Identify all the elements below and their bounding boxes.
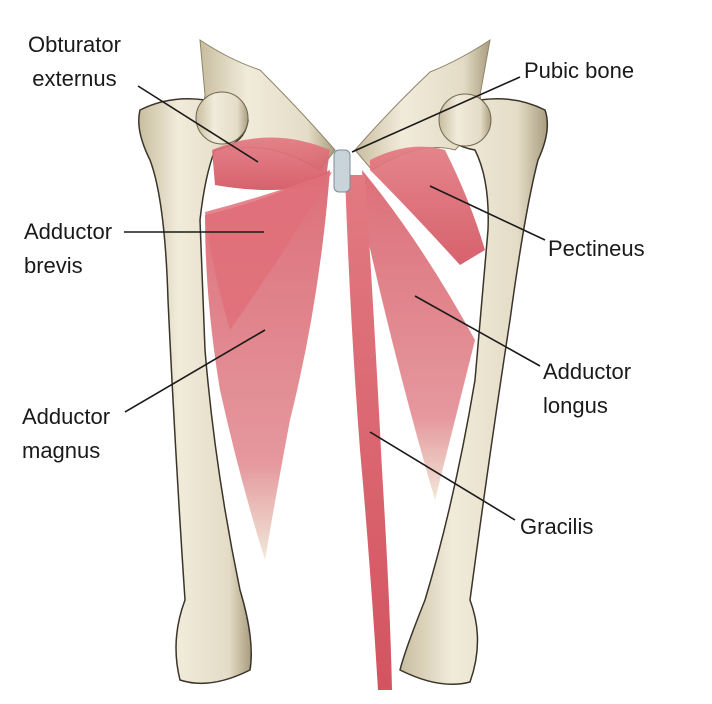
leader-adductor-magnus (124, 329, 266, 413)
label-adductor-brevis: Adductor brevis (24, 215, 112, 283)
leader-pubic-bone (351, 76, 521, 153)
adductor-brevis-muscle (205, 172, 332, 330)
adductor-longus-muscle (362, 170, 475, 500)
label-gracilis: Gracilis (520, 514, 594, 539)
leader-adductor-longus (414, 295, 541, 367)
label-line: magnus (22, 438, 101, 463)
pectineus-muscle (370, 146, 485, 265)
leader-pectineus (429, 185, 546, 241)
label-line: brevis (24, 253, 83, 278)
label-line: Adductor (543, 359, 632, 384)
label-line: Adductor (22, 404, 111, 429)
pubic-symphysis (333, 149, 351, 193)
label-obturator-externus: Obturator externus (28, 28, 121, 96)
label-pectineus: Pectineus (548, 236, 645, 261)
leader-obturator-externus (137, 85, 259, 163)
label-line: Obturator (28, 32, 121, 57)
label-line: externus (32, 66, 117, 91)
label-pubic-bone: Pubic bone (524, 58, 635, 83)
label-adductor-longus: Adductor longus (543, 355, 631, 423)
label-adductor-magnus: Adductor magnus (22, 400, 110, 468)
left-femoral-head (195, 91, 249, 145)
label-line: Adductor (24, 219, 113, 244)
gracilis-muscle (345, 175, 392, 690)
leader-gracilis (369, 431, 516, 521)
label-line: longus (543, 393, 608, 418)
